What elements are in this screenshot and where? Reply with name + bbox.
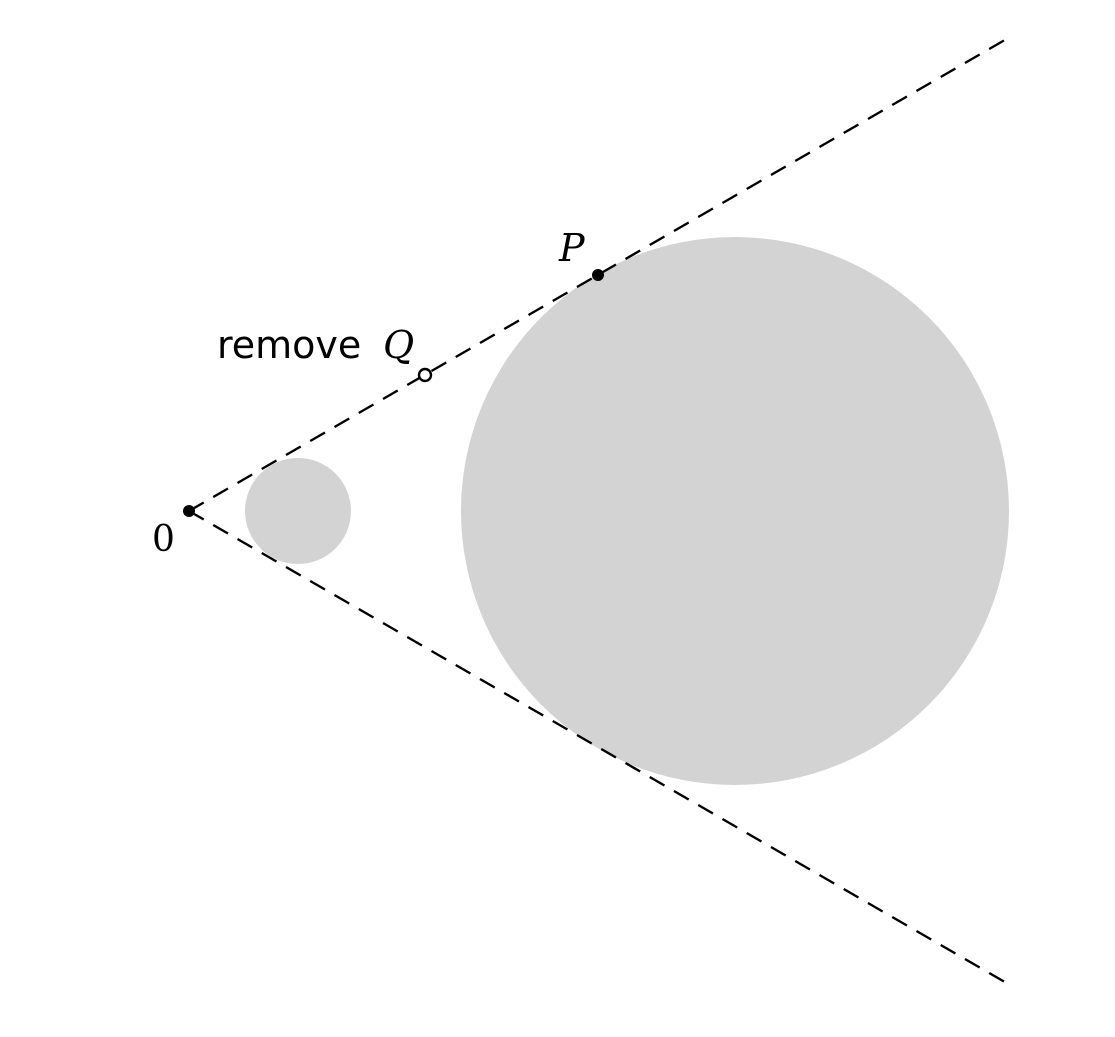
remove-label: remove bbox=[217, 323, 361, 367]
upper-ray bbox=[188, 35, 1011, 513]
lower-ray bbox=[188, 509, 1011, 987]
origin-point bbox=[183, 505, 195, 517]
origin-label: 0 bbox=[152, 519, 175, 560]
point-q-label: Q bbox=[383, 323, 414, 367]
large-disk bbox=[461, 237, 1009, 785]
point-p bbox=[592, 269, 604, 281]
point-q-removed bbox=[417, 367, 433, 383]
point-p-label: P bbox=[558, 226, 586, 270]
small-disk bbox=[245, 458, 351, 564]
